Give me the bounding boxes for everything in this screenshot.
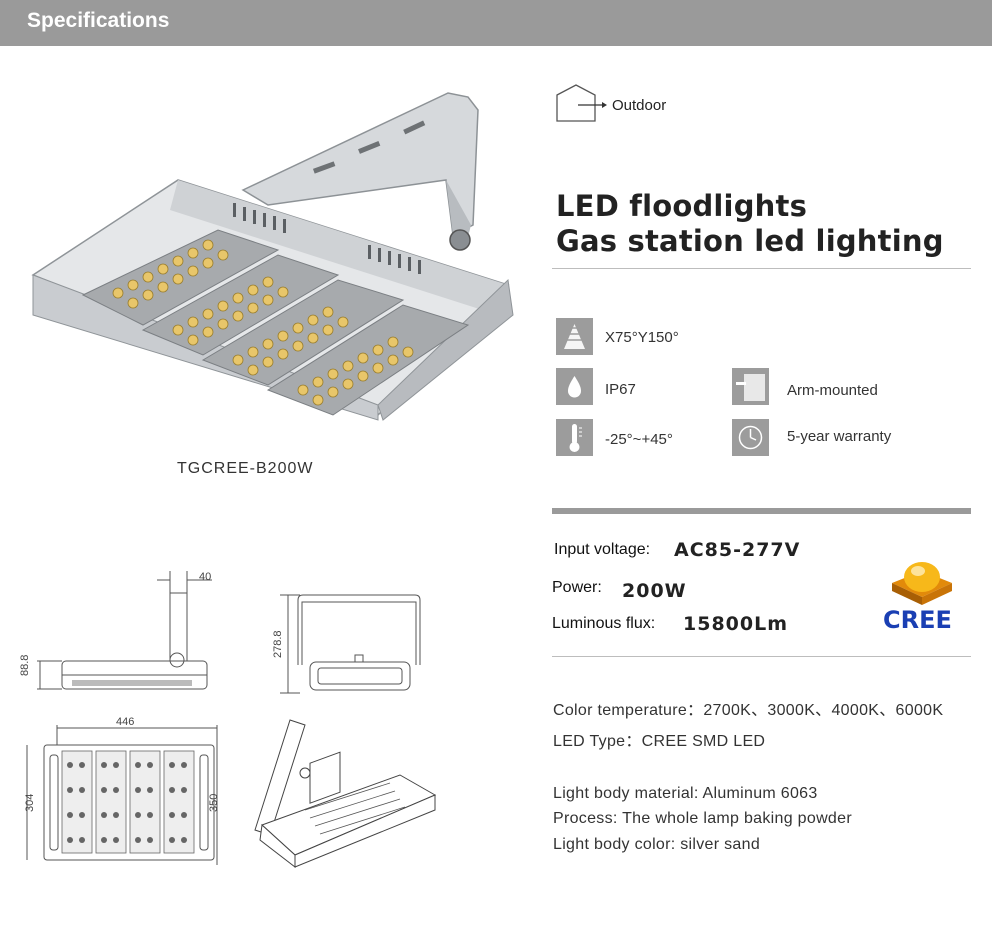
product-photo (31, 92, 514, 421)
beam-angle-icon (556, 318, 593, 355)
house-arrow-icon (556, 84, 607, 122)
cree-chip-logo (892, 562, 952, 605)
clock-icon (732, 419, 769, 456)
arm-mount-icon (732, 368, 769, 405)
top-width-dim: 446 (116, 716, 135, 728)
model-number: TGCREE-B200W (177, 460, 314, 477)
top-height-left-dim: 304 (24, 793, 36, 812)
mount-label: Arm-mounted (787, 382, 878, 399)
power-label: Power: (552, 579, 602, 596)
flux-label: Luminous flux: (552, 615, 656, 632)
color-temperature: Color temperature：2700K、3000K、4000K、6000… (553, 702, 944, 719)
beam-angle-label: X75°Y150° (605, 329, 679, 346)
location-label: Outdoor (612, 97, 667, 114)
divider-2 (552, 656, 971, 657)
section-title: Specifications (27, 9, 170, 32)
voltage-label: Input voltage: (554, 541, 651, 558)
top-height-right-dim: 350 (208, 793, 220, 812)
brand-name: CREE (883, 606, 952, 634)
voltage-value: AC85-277V (674, 539, 801, 561)
product-title-line1: LED floodlights (556, 189, 808, 223)
led-type: LED Type：CREE SMD LED (553, 733, 766, 750)
top-view-drawing (26, 725, 218, 865)
product-title-line2: Gas station led lighting (556, 224, 944, 258)
front-height-dim: 278.8 (272, 630, 284, 658)
section-header: Specifications (0, 0, 992, 46)
front-view-drawing (280, 594, 421, 694)
divider (552, 268, 971, 269)
isometric-drawing (254, 719, 437, 869)
process: Process: The whole lamp baking powder (553, 810, 852, 827)
ip-rating-label: IP67 (605, 381, 636, 398)
side-height-dim: 88.8 (19, 654, 31, 676)
water-drop-icon (556, 368, 593, 405)
thermometer-icon (556, 419, 593, 456)
body-material: Light body material: Aluminum 6063 (553, 785, 818, 802)
body-color: Light body color: silver sand (553, 836, 761, 853)
flux-value: 15800Lm (683, 613, 789, 635)
side-width-dim: 40 (199, 571, 212, 583)
power-value: 200W (622, 580, 687, 602)
side-view-drawing (37, 571, 212, 690)
thick-divider (552, 508, 971, 514)
temperature-label: -25°~+45° (605, 431, 673, 448)
warranty-label: 5-year warranty (787, 428, 892, 445)
